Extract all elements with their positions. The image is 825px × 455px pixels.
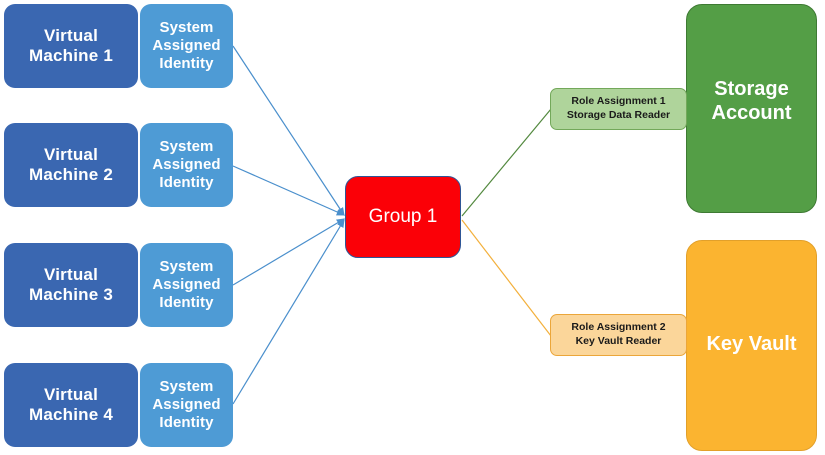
edge-vm2-to-group bbox=[232, 165, 346, 216]
key-vault-box[interactable]: Key Vault bbox=[686, 240, 817, 451]
key-vault-label: Key Vault bbox=[706, 333, 797, 355]
edge-vm3-to-group bbox=[232, 218, 346, 286]
group-1-label: Group 1 bbox=[368, 205, 438, 227]
edge-vm4-to-group bbox=[232, 218, 345, 405]
group-1-box[interactable]: Group 1 bbox=[345, 176, 461, 258]
edge-vm1-to-group bbox=[232, 45, 345, 217]
edge-group-to-role-assignment-2 bbox=[461, 219, 552, 337]
edge-group-to-role-assignment-1 bbox=[461, 108, 552, 217]
